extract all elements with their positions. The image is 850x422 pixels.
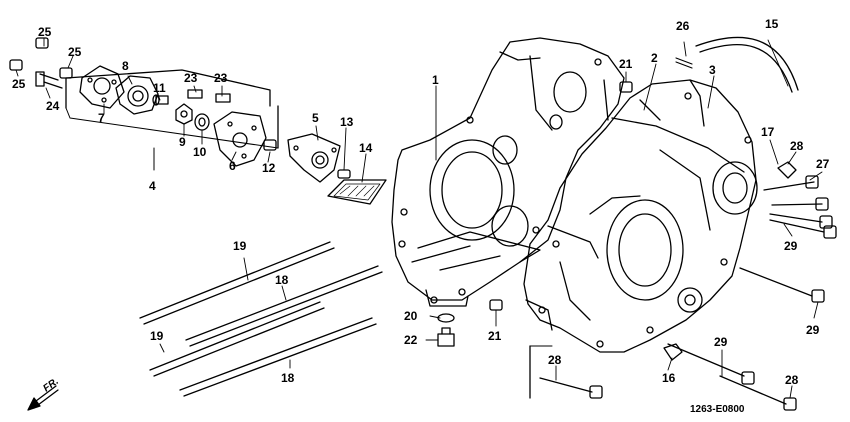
callout-23-left: 23	[184, 71, 198, 85]
leader-lines	[15, 37, 823, 399]
callout-11: 11	[153, 81, 166, 95]
part-code: 1263-E0800	[690, 404, 745, 415]
drain-plug	[437, 313, 455, 347]
callout-13: 13	[340, 115, 354, 129]
callout-18-upper: 18	[275, 273, 289, 287]
oil-pump-gasket	[79, 65, 125, 109]
callout-5: 5	[312, 111, 319, 125]
breather-tube	[675, 36, 799, 93]
oil-filter-screen-cover	[287, 133, 351, 183]
callout-12: 12	[262, 161, 276, 175]
bolt-28-bracket	[529, 345, 553, 399]
oil-pump-shaft	[152, 94, 169, 106]
callout-17: 17	[761, 125, 775, 139]
oil-pump-outer-rotor	[115, 75, 159, 115]
callout-9: 9	[179, 135, 186, 149]
callout-20: 20	[404, 309, 418, 323]
callout-18-lower: 18	[281, 371, 295, 385]
callout-28-lower-right: 28	[785, 373, 799, 387]
callout-28-upper: 28	[790, 139, 804, 153]
callout-25-top: 25	[38, 25, 52, 39]
left-crankcase	[391, 37, 625, 307]
callout-28-lower-left: 28	[548, 353, 562, 367]
callout-29-lower: 29	[714, 335, 728, 349]
oil-strainer-screen	[327, 179, 387, 205]
small-bolts-cluster	[9, 37, 231, 103]
callout-26: 26	[676, 19, 690, 33]
callout-25-left: 25	[12, 77, 26, 91]
callout-25-mid: 25	[68, 45, 82, 59]
callout-8: 8	[122, 59, 129, 73]
callout-21-lower: 21	[488, 329, 502, 343]
callout-14: 14	[359, 141, 373, 155]
dowel-pins	[489, 81, 633, 311]
front-direction-arrow	[27, 385, 59, 411]
callout-10: 10	[193, 145, 207, 159]
callout-6: 6	[229, 159, 236, 173]
direction-label: FR.	[41, 376, 60, 394]
callout-29-mid: 29	[806, 323, 820, 337]
callout-21-upper: 21	[619, 57, 633, 71]
callout-22: 22	[404, 333, 418, 347]
callout-labels: 1 2 3 4 5 6 7 8 9 10 11 12 13 14 15 16 1…	[12, 17, 830, 415]
callout-1: 1	[432, 73, 439, 87]
callout-7: 7	[98, 111, 105, 125]
pump-seals	[175, 103, 210, 131]
callout-24: 24	[46, 99, 60, 113]
callout-19-lower: 19	[150, 329, 164, 343]
long-studs	[139, 241, 383, 397]
callout-19-upper: 19	[233, 239, 247, 253]
oil-pump-group	[65, 69, 279, 171]
callout-27: 27	[816, 157, 830, 171]
callout-15: 15	[765, 17, 779, 31]
callout-29-upper: 29	[784, 239, 798, 253]
callout-4: 4	[149, 179, 156, 193]
callout-16: 16	[662, 371, 676, 385]
right-crankcase	[523, 79, 758, 353]
callout-23-right: 23	[214, 71, 228, 85]
callout-2: 2	[651, 51, 658, 65]
oil-pump-body	[213, 111, 277, 167]
callout-3: 3	[709, 63, 716, 77]
